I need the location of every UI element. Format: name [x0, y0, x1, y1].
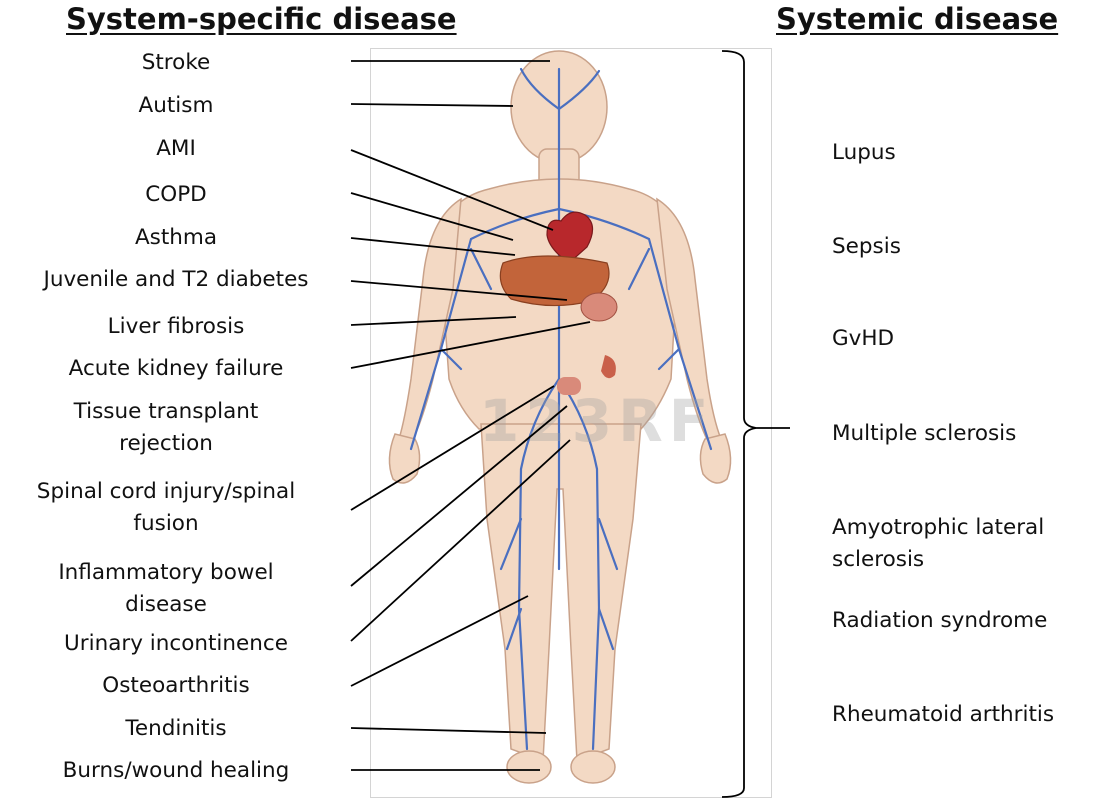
label-gvhd: GvHD: [832, 323, 894, 355]
leader-osteo: [351, 596, 528, 686]
leader-liver: [351, 317, 516, 325]
label-tendinitis: Tendinitis: [76, 713, 276, 745]
label-stroke: Stroke: [76, 47, 276, 79]
label-rheumatoid-arthritis: Rheumatoid arthritis: [832, 699, 1054, 731]
leader-diabetes: [351, 281, 567, 300]
leader-kidney: [351, 322, 590, 368]
leader-tendinitis: [351, 728, 546, 733]
label-multiple-sclerosis: Multiple sclerosis: [832, 418, 1016, 450]
label-diabetes: Juvenile and T2 diabetes: [16, 264, 336, 296]
leader-ibd: [351, 406, 567, 586]
systemic-brace: [722, 51, 790, 797]
label-autism: Autism: [76, 90, 276, 122]
label-liver-fibrosis: Liver fibrosis: [46, 311, 306, 343]
leader-spinal: [351, 386, 554, 510]
leader-autism: [351, 104, 513, 106]
label-asthma: Asthma: [76, 222, 276, 254]
label-copd: COPD: [76, 179, 276, 211]
label-burns: Burns/wound healing: [36, 755, 316, 787]
leader-asthma: [351, 238, 515, 255]
label-ami: AMI: [76, 133, 276, 165]
leader-ami: [351, 150, 553, 230]
label-urinary-incontinence: Urinary incontinence: [36, 628, 316, 660]
label-osteoarthritis: Osteoarthritis: [56, 670, 296, 702]
leader-copd: [351, 193, 513, 240]
leader-urinary: [351, 440, 570, 641]
label-sepsis: Sepsis: [832, 231, 901, 263]
label-lupus: Lupus: [832, 137, 896, 169]
label-kidney-failure: Acute kidney failure: [36, 353, 316, 385]
label-radiation-syndrome: Radiation syndrome: [832, 605, 1047, 637]
